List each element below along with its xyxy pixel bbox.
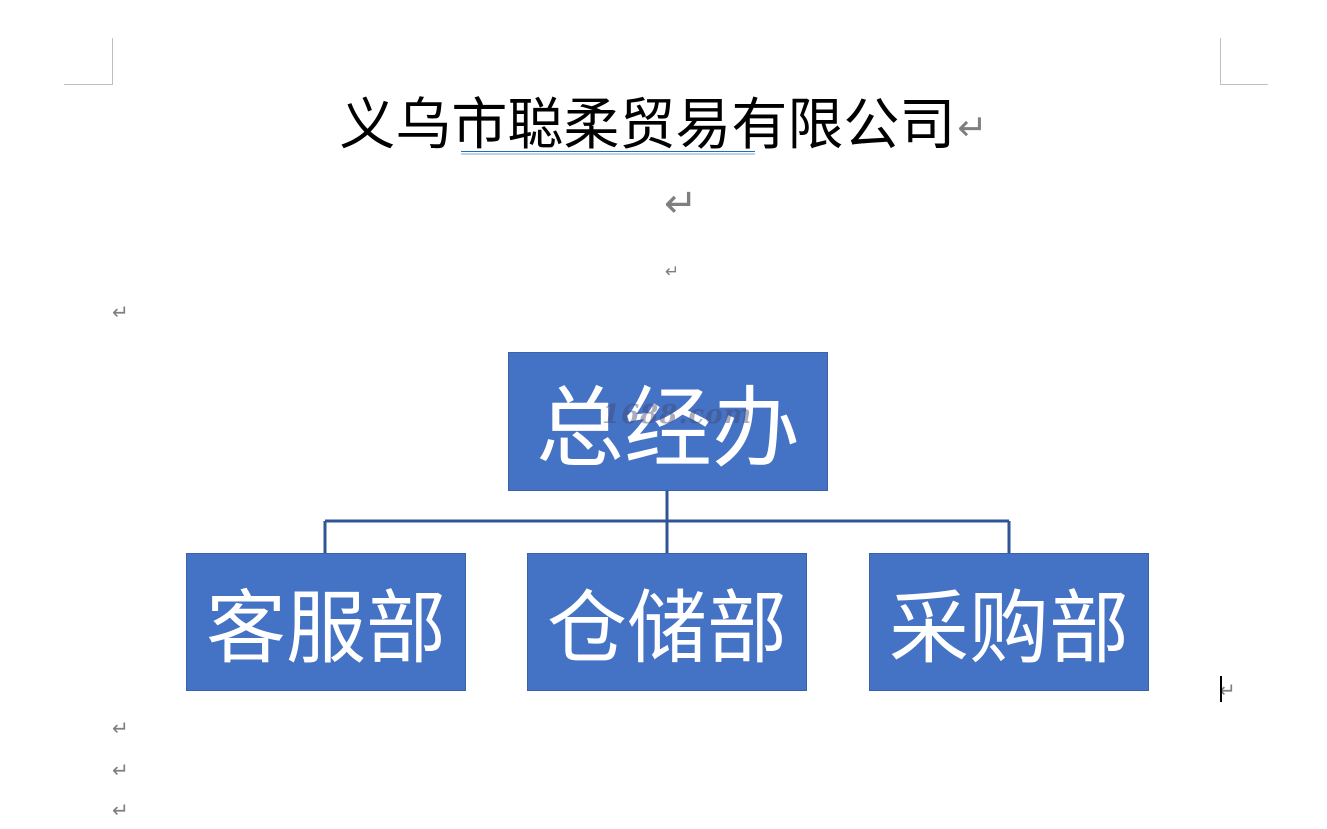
- text-cursor: [1220, 676, 1222, 702]
- paragraph-mark-icon: ↵: [112, 716, 129, 740]
- org-node-label: 采购部: [889, 582, 1129, 675]
- org-node-warehouse[interactable]: 仓储部: [527, 553, 807, 691]
- paragraph-mark-icon: ↵: [665, 262, 680, 282]
- paragraph-mark-icon: ↵: [1219, 678, 1236, 702]
- org-node-customer-service[interactable]: 客服部: [186, 553, 466, 691]
- watermark-text: 1688.com: [602, 400, 753, 430]
- page-corner-mark-top-left: [64, 38, 114, 86]
- paragraph-mark-icon: ↵: [112, 300, 129, 324]
- paragraph-mark-icon: ↵: [112, 758, 129, 782]
- org-node-label: 客服部: [206, 582, 446, 675]
- org-node-purchasing[interactable]: 采购部: [869, 553, 1149, 691]
- org-node-label: 总经办: [535, 377, 800, 480]
- document-title-line[interactable]: 义乌市聪柔贸易有限公司↵: [0, 92, 1327, 167]
- paragraph-mark-icon: ↵: [957, 108, 988, 149]
- paragraph-mark-icon: ↵: [112, 798, 129, 822]
- org-node-general-office[interactable]: 总经办: [508, 352, 828, 491]
- page-corner-mark-top-right: [1219, 38, 1269, 86]
- paragraph-mark-icon: ↵: [664, 181, 698, 227]
- grammar-underline: [461, 151, 755, 155]
- document-title[interactable]: 义乌市聪柔贸易有限公司: [339, 93, 956, 158]
- org-node-label: 仓储部: [547, 582, 787, 675]
